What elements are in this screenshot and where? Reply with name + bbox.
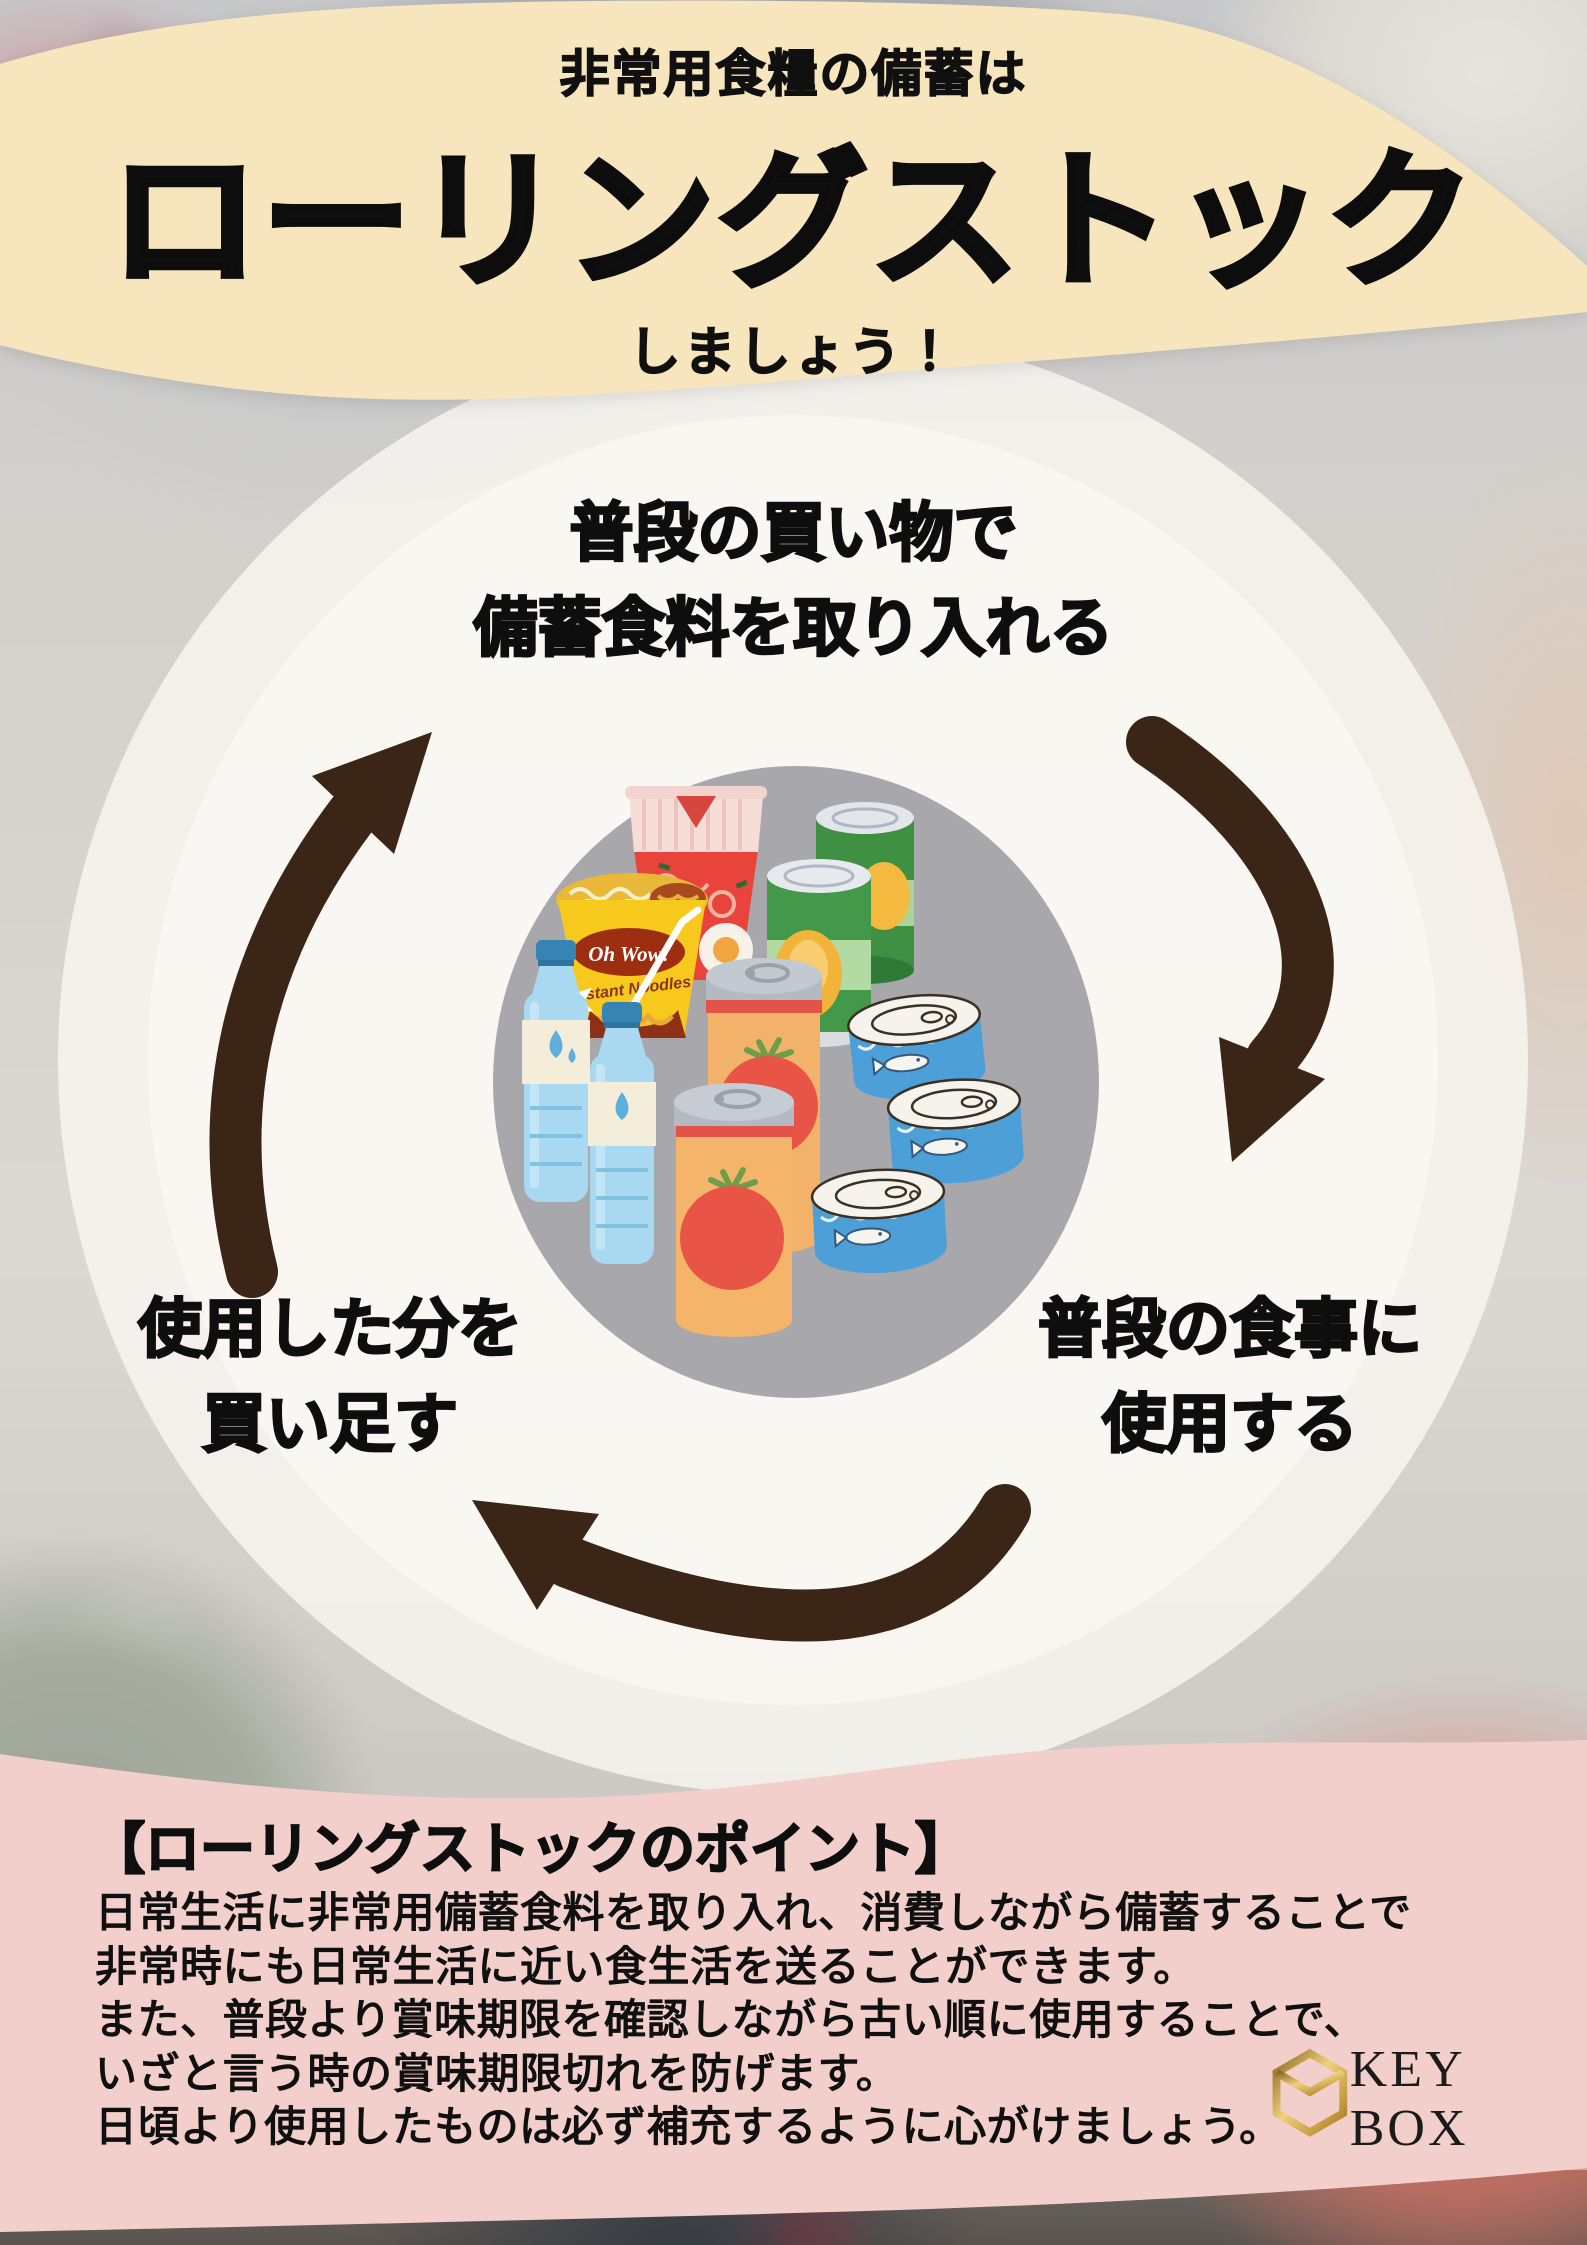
cycle-step-label-line: 普段の買い物で (568, 496, 1019, 571)
banner-post-title: しましょう！ (628, 323, 959, 383)
arrow-right-down-head (1219, 1037, 1325, 1162)
arrow-right-down (1126, 716, 1334, 1084)
points-body-line: 非常時にも日常生活に近い食生活を送ることができます。 (95, 1942, 1196, 1990)
cycle-step-label-line: 買い足す (201, 1387, 460, 1462)
cycle-step-top: 普段の買い物で 備蓄食料を取り入れる (0, 486, 1587, 676)
arrow-left-up (209, 789, 378, 1298)
points-body-line: また、普段より賞味期限を確認しながら古い順に使用することで、 (95, 1996, 1367, 2043)
center-food-illustration: Oh Wow! Instant Noodles (493, 766, 1099, 1398)
points-body: 日常生活に非常用備蓄食料を取り入れ、消費しながら備蓄することで 非常時にも日常生… (95, 1886, 1412, 2154)
keybox-logo: KEY BOX (1266, 2040, 1587, 2158)
cycle-step-label-line: 使用した分を (137, 1292, 524, 1367)
arrow-bottom-left (542, 1484, 1031, 1642)
cycle-step-left: 使用した分を 買い足す (60, 1282, 600, 1472)
arrow-bottom-left-head (472, 1500, 599, 1610)
gold-cube-icon (1272, 2048, 1348, 2137)
points-section-shape (0, 1740, 1587, 2232)
logo-text: KEY BOX (1349, 2041, 1469, 2157)
banner-pre-title: 非常用食糧の備蓄は (559, 45, 1028, 103)
points-body-line: いざと言う時の賞味期限切れを防げます。 (95, 2049, 899, 2097)
water-bottle-icon (522, 940, 656, 1264)
cycle-step-right: 普段の食事に 使用する (950, 1282, 1510, 1472)
cycle-step-label-line: 普段の食事に (1037, 1292, 1424, 1367)
canned-tomato-icon (674, 958, 822, 1337)
points-heading: 【ローリングストックのポイント】 (89, 1817, 971, 1881)
arrow-left-up-head (312, 732, 432, 854)
cycle-step-label-line: 使用する (1101, 1387, 1360, 1462)
banner-main-title: ローリングストック (107, 135, 1478, 308)
title-banner-shape (0, 0, 1587, 400)
canned-fish-icon (810, 993, 1024, 1274)
points-body-line: 日頃より使用したものは必ず補充するように心がけましょう。 (95, 2103, 1282, 2150)
cup-noodle-yellow-icon: Oh Wow! Instant Noodles (554, 873, 708, 1038)
cycle-step-label-line: 備蓄食料を取り入れる (472, 591, 1115, 666)
points-body-line: 日常生活に非常用備蓄食料を取り入れ、消費しながら備蓄することで (95, 1889, 1412, 1936)
